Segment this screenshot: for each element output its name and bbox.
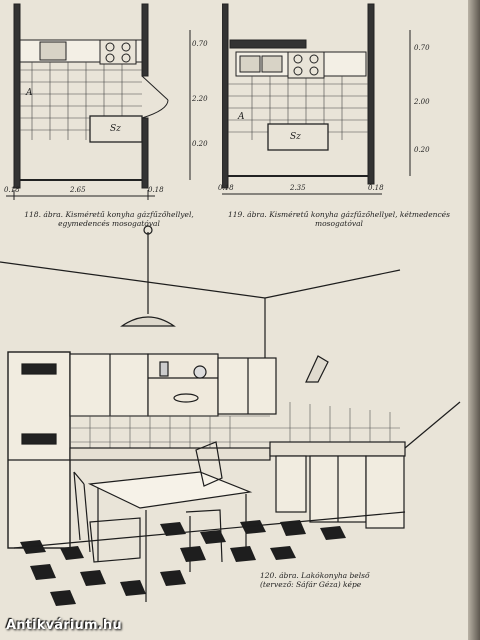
kitchen-interior-drawing — [0, 225, 461, 606]
caption-figure-119: 119. ábra. Kisméretű konyha gázfűzőhelly… — [228, 210, 450, 228]
dim-side-3-118: 0.20 — [192, 140, 208, 148]
dim-bottom-right-118: 0.18 — [148, 186, 164, 194]
caption-figure-118: 118. ábra. Kisméretű konyha gázfűzőhelly… — [24, 210, 194, 228]
floor-plan-118 — [6, 3, 191, 200]
dim-side-1-119: 0.70 — [414, 44, 430, 52]
room-label-sz-119: Sz — [290, 132, 301, 142]
dim-side-3-119: 0.20 — [414, 146, 430, 154]
floor-plan-119 — [222, 3, 411, 195]
dim-side-2-118: 2.20 — [192, 95, 208, 103]
room-label-a-119: A — [238, 112, 245, 122]
dim-side-2-119: 2.00 — [414, 98, 430, 106]
dim-bottom-left-119: 0.18 — [218, 184, 234, 192]
room-label-a-118: A — [26, 88, 33, 98]
caption-figure-120: 120. ábra. Lakókonyha belső (tervező: Sá… — [260, 571, 370, 589]
dim-bottom-main-118: 2.65 — [70, 186, 86, 194]
room-label-sz-118: Sz — [110, 124, 121, 134]
dim-bottom-right-119: 0.18 — [368, 184, 384, 192]
watermark-logo: Antikvárium.hu — [6, 618, 122, 633]
dim-bottom-main-119: 2.35 — [290, 184, 306, 192]
dim-side-1-118: 0.70 — [192, 40, 208, 48]
book-spine-shadow — [468, 0, 480, 640]
book-page: A Sz 0.18 2.65 0.18 0.70 2.20 0.20 118. … — [0, 0, 468, 640]
dim-bottom-left-118: 0.18 — [4, 186, 20, 194]
